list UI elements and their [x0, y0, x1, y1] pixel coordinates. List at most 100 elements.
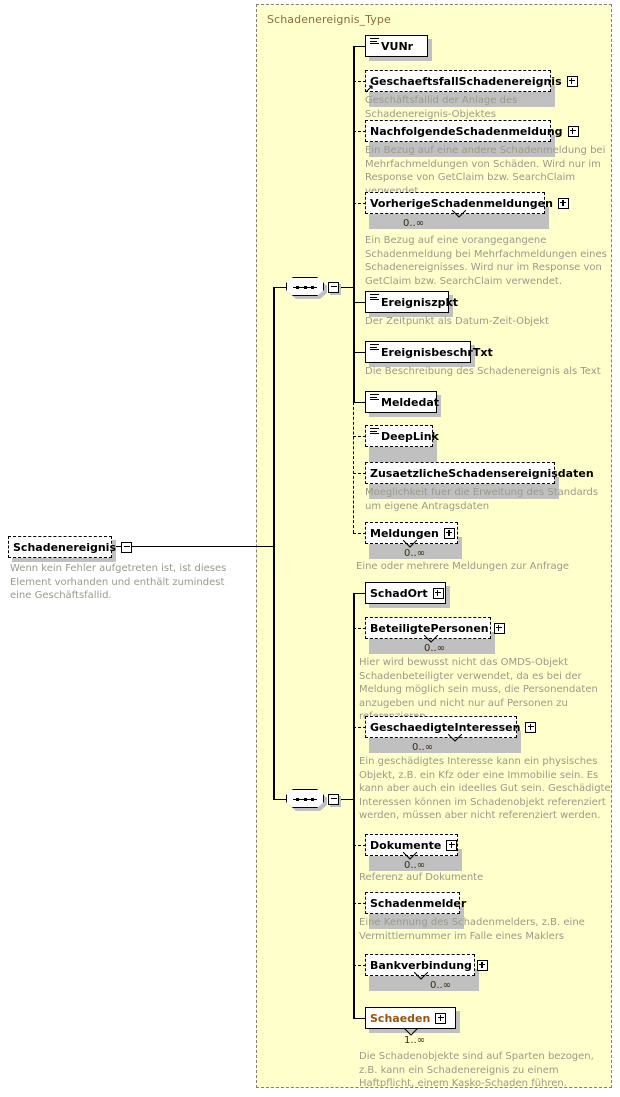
- element-spine-1-dashed: [353, 402, 354, 533]
- connector-sequence-2-out: [340, 799, 354, 800]
- sequence-1-dots-icon: [296, 285, 314, 289]
- element-documentation: Referenz auf Dokumente: [359, 872, 484, 883]
- occurrence-indicator: 1..∞: [404, 1035, 426, 1046]
- element-documentation: Geschäftsfallid der Anlage des Schadener…: [365, 95, 518, 120]
- connector-to-ereigniszpkt: [353, 302, 366, 303]
- element-documentation: Die Beschreibung des Schadenereignis als…: [365, 366, 601, 377]
- element-dokumente[interactable]: Dokumente: [365, 834, 458, 856]
- sequence-2-collapse-minus-icon[interactable]: [328, 793, 339, 805]
- expand-plus-icon[interactable]: [435, 1012, 447, 1024]
- connector-to-meldungen: [353, 533, 366, 534]
- element-deeplink[interactable]: DeepLink: [365, 425, 439, 447]
- connector-to-beteiligtepersonen: [353, 628, 366, 629]
- element-documentation: Ein Bezug auf eine andere Schadenmeldung…: [365, 145, 606, 197]
- expand-plus-icon[interactable]: [525, 721, 537, 733]
- element-type-icon: [370, 38, 379, 47]
- connector-trunk-to-sequence-1: [273, 287, 287, 288]
- root-element-label: Schadenereignis: [13, 540, 117, 554]
- repeat-marker-icon: [403, 852, 417, 860]
- element-label: Meldedat: [381, 395, 440, 409]
- element-meldungen[interactable]: Meldungen: [365, 522, 458, 544]
- connector-to-geschaedigteinteressen: [353, 727, 366, 728]
- element-type-icon: [370, 294, 379, 303]
- connector-to-schadenmelder: [353, 903, 366, 904]
- type-container-title: Schadenereignis_Type: [267, 13, 391, 26]
- connector-to-vorherige: [353, 203, 366, 204]
- element-ereignisbeschrtxt[interactable]: EreignisbeschrTxt: [365, 341, 493, 363]
- repeat-marker-icon: [424, 635, 438, 643]
- reference-arrow-icon: [365, 85, 373, 93]
- repeat-marker-icon: [403, 540, 417, 548]
- expand-plus-icon[interactable]: [566, 75, 578, 87]
- element-label: NachfolgendeSchadenmeldung: [370, 124, 563, 138]
- connector-to-deeplink: [353, 436, 366, 437]
- expand-plus-icon[interactable]: [446, 839, 458, 851]
- expand-plus-icon[interactable]: [443, 527, 455, 539]
- expand-plus-icon[interactable]: [493, 622, 505, 634]
- connector-to-zusaetzliche: [353, 473, 366, 474]
- expand-plus-icon[interactable]: [567, 125, 579, 137]
- element-label: GeschaeftsfallSchadenereignis: [370, 74, 562, 88]
- connector-to-meldedat: [353, 402, 366, 403]
- connector-to-schaeden: [353, 1018, 366, 1019]
- element-beteiligtepersonen[interactable]: BeteiligtePersonen: [365, 617, 505, 639]
- element-label: Ereigniszpkt: [381, 295, 459, 309]
- element-schadenmelder[interactable]: Schadenmelder: [365, 892, 466, 914]
- element-ereigniszpkt[interactable]: Ereigniszpkt: [365, 291, 458, 313]
- expand-plus-icon[interactable]: [476, 959, 488, 971]
- repeat-marker-icon: [414, 972, 428, 980]
- connector-to-vunr: [353, 46, 366, 47]
- expand-plus-icon[interactable]: [432, 587, 444, 599]
- element-meldedat[interactable]: Meldedat: [365, 391, 440, 413]
- repeat-marker-icon: [404, 1028, 418, 1036]
- occurrence-indicator: 0..∞: [412, 742, 434, 753]
- element-type-icon: [370, 394, 379, 403]
- element-geschaeftsfallschadenereignis[interactable]: GeschaeftsfallSchadenereignis: [365, 70, 578, 93]
- element-spine-1-solid: [353, 46, 355, 402]
- root-element-schadenereignis[interactable]: Schadenereignis: [8, 536, 133, 558]
- element-label: SchadOrt: [370, 586, 428, 600]
- connector-root-to-type: [115, 546, 273, 547]
- element-zusaetzlicheschadensereignisdaten[interactable]: ZusaetzlicheSchadensereignisdaten: [365, 462, 594, 484]
- sequence-1-collapse-minus-icon[interactable]: [328, 281, 339, 293]
- connector-to-bankverbindung: [353, 965, 366, 966]
- element-label: EreignisbeschrTxt: [381, 345, 493, 359]
- element-type-icon: [370, 344, 379, 353]
- occurrence-indicator: 0..∞: [404, 860, 426, 871]
- element-geschaedigteinteressen[interactable]: GeschaedigteInteressen: [365, 716, 537, 738]
- occurrence-indicator: 0..∞: [430, 980, 452, 991]
- element-label: GeschaedigteInteressen: [370, 720, 521, 734]
- element-schaeden[interactable]: Schaeden: [365, 1007, 456, 1029]
- sequence-2-dots-icon: [296, 797, 314, 801]
- expand-plus-icon[interactable]: [557, 197, 569, 209]
- element-documentation: Hier wird bewusst nicht das OMDS-Objekt …: [359, 657, 598, 722]
- connector-to-ereignisbeschrtxt: [353, 352, 366, 353]
- connector-to-geschaeftsfall: [353, 81, 366, 82]
- element-vunr[interactable]: VUNr: [365, 35, 428, 57]
- element-type-icon: [370, 428, 379, 437]
- connector-trunk-vertical: [273, 288, 275, 800]
- collapse-minus-icon[interactable]: [121, 541, 133, 553]
- element-label: Schadenmelder: [370, 896, 467, 910]
- occurrence-indicator: 0..∞: [424, 643, 446, 654]
- connector-to-dokumente: [353, 845, 366, 846]
- element-label: VUNr: [381, 39, 414, 53]
- occurrence-indicator: 0..∞: [403, 218, 425, 229]
- element-spine-2-solid: [353, 593, 355, 1018]
- element-label: Meldungen: [370, 526, 439, 540]
- connector-to-schadort: [353, 593, 366, 594]
- element-bankverbindung[interactable]: Bankverbindung: [365, 954, 488, 976]
- repeat-marker-icon: [452, 210, 466, 218]
- element-label: ZusaetzlicheSchadensereignisdaten: [370, 466, 594, 480]
- element-nachfolgendeschadenmeldung[interactable]: NachfolgendeSchadenmeldung: [365, 120, 579, 142]
- element-schadort[interactable]: SchadOrt: [365, 582, 446, 604]
- element-label: BeteiligtePersonen: [370, 621, 489, 635]
- occurrence-indicator: 0..∞: [404, 548, 426, 559]
- element-label: Bankverbindung: [370, 958, 472, 972]
- root-element-documentation: Wenn kein Fehler aufgetreten ist, ist di…: [10, 563, 227, 601]
- element-label: Schaeden: [370, 1011, 431, 1025]
- connector-trunk-to-sequence-2: [273, 799, 287, 800]
- element-documentation: Eine oder mehrere Meldungen zur Anfrage: [356, 561, 570, 572]
- element-documentation: Ein Bezug auf eine vorangegangene Schade…: [365, 235, 607, 287]
- connector-to-nachfolgende: [353, 131, 366, 132]
